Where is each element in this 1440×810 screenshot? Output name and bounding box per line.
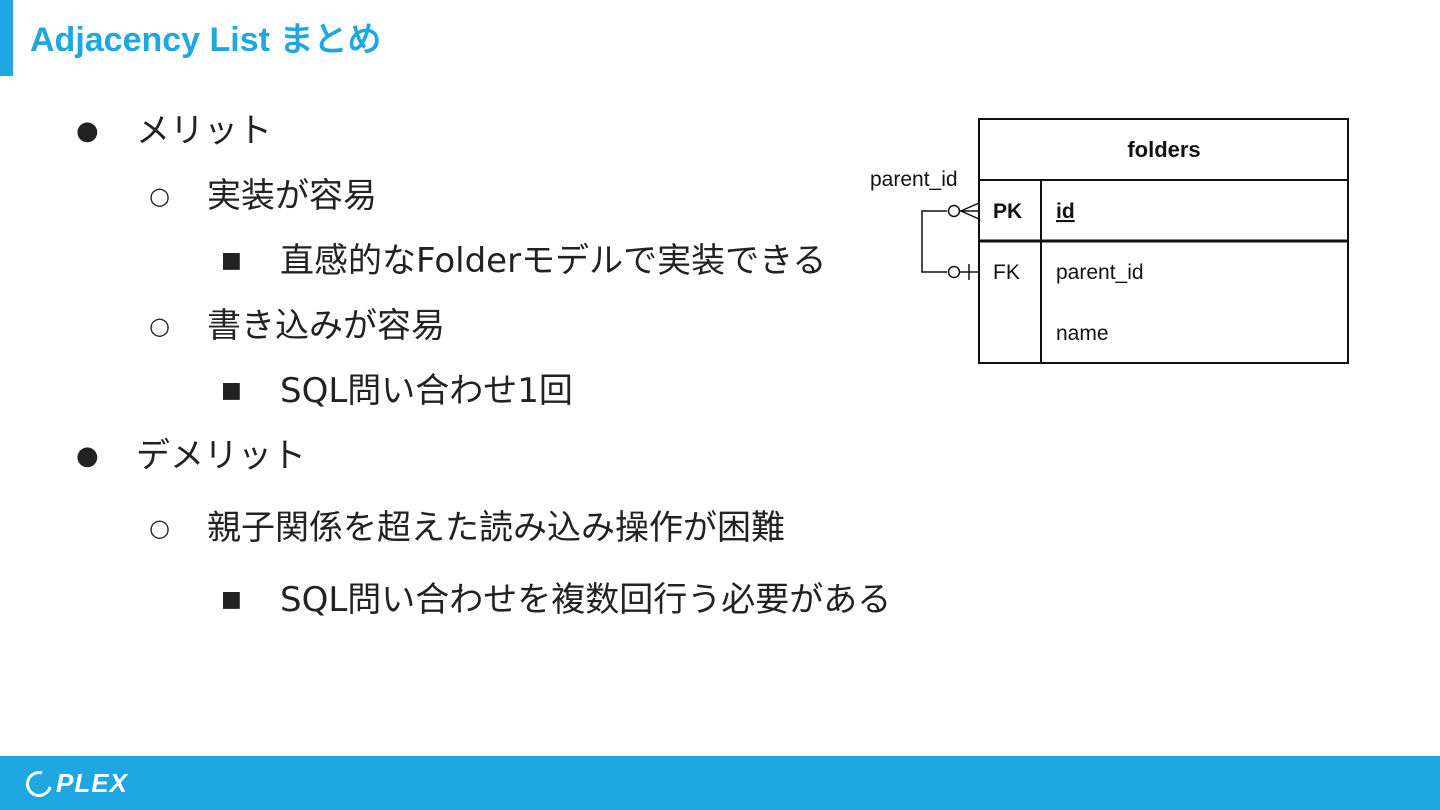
bullet-marker: ○ [149, 514, 170, 542]
fk-key: FK [993, 261, 1020, 284]
name-field: name [1056, 322, 1109, 345]
bullet-marker: ■ [221, 248, 242, 273]
footer-bar [0, 756, 1440, 810]
title-accent-bar [0, 0, 13, 76]
logo-text: PLEX [56, 768, 128, 798]
bullet-marker: ■ [221, 378, 242, 403]
slide-title: Adjacency List まとめ [30, 21, 382, 59]
pk-key: PK [993, 200, 1022, 223]
bullet-marker: ■ [221, 587, 242, 612]
bullet-text: メリット [136, 111, 272, 151]
pk-field: id [1056, 200, 1075, 223]
er-diagram: folders PK id FK parent_id name parent_i… [870, 118, 1349, 364]
bullet-marker: ● [76, 116, 99, 146]
entity-name: folders [1127, 137, 1200, 162]
bullet-marker: ○ [149, 182, 170, 210]
bullet-text: デメリット [136, 436, 306, 476]
bullet-text: 親子関係を超えた読み込み操作が困難 [207, 508, 785, 548]
bullet-text: 直感的なFolderモデルで実装できる [280, 241, 827, 281]
bullet-text: 実装が容易 [207, 176, 377, 216]
self-relation-connector [921, 202, 980, 280]
bullet-text: 書き込みが容易 [207, 306, 445, 346]
relation-label: parent_id [870, 168, 958, 191]
bullet-marker: ○ [149, 312, 170, 340]
bullet-marker: ● [76, 441, 99, 471]
bullet-text: SQL問い合わせを複数回行う必要がある [280, 580, 892, 620]
fk-field: parent_id [1056, 261, 1144, 284]
bullet-text: SQL問い合わせ1回 [280, 371, 573, 411]
